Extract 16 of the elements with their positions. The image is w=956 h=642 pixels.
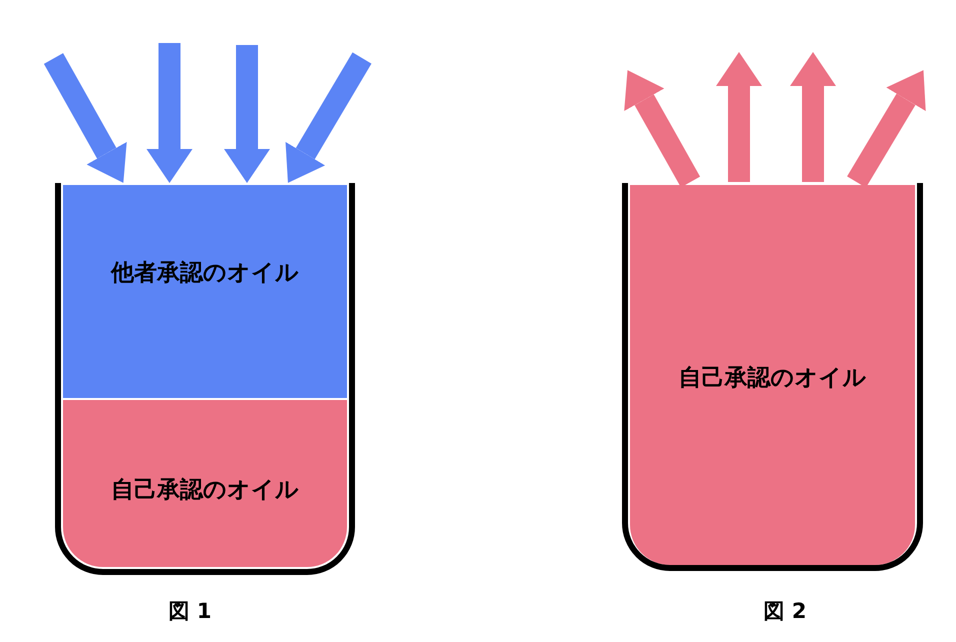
arrow bbox=[286, 52, 372, 183]
oil-layer bbox=[63, 185, 347, 398]
arrow bbox=[790, 52, 836, 182]
arrow bbox=[44, 53, 127, 183]
arrow bbox=[716, 52, 762, 182]
oil-label: 自己承認のオイル bbox=[111, 476, 299, 504]
arrow bbox=[847, 70, 926, 188]
cup bbox=[55, 183, 355, 575]
oil-label: 他者承認のオイル bbox=[111, 259, 299, 287]
arrow bbox=[224, 45, 270, 183]
figure-caption: 図 1 bbox=[168, 598, 212, 624]
figure-caption: 図 2 bbox=[764, 598, 806, 624]
oil-label: 自己承認のオイル bbox=[678, 364, 866, 392]
arrow bbox=[146, 43, 192, 183]
oil-layer bbox=[63, 400, 347, 567]
arrow bbox=[624, 70, 700, 188]
